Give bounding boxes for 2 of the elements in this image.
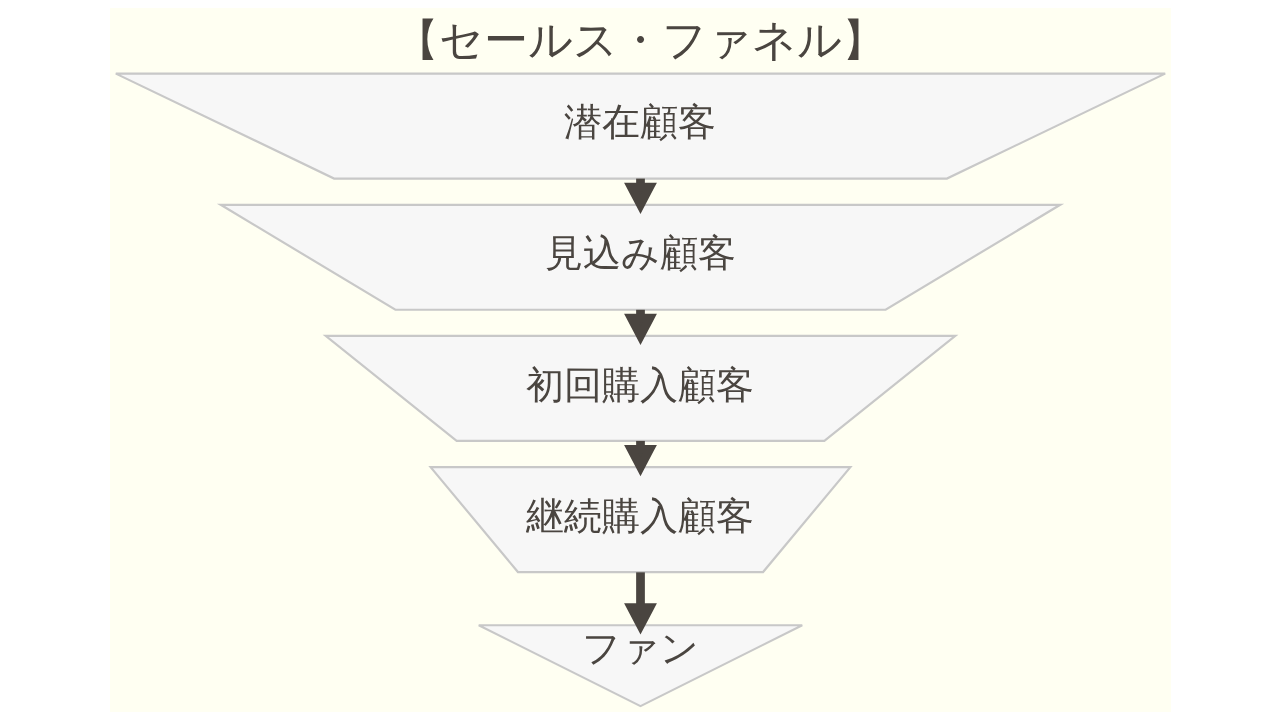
arrow <box>623 572 657 635</box>
diagram-title: 【セールス・ファネル】 <box>394 13 886 65</box>
